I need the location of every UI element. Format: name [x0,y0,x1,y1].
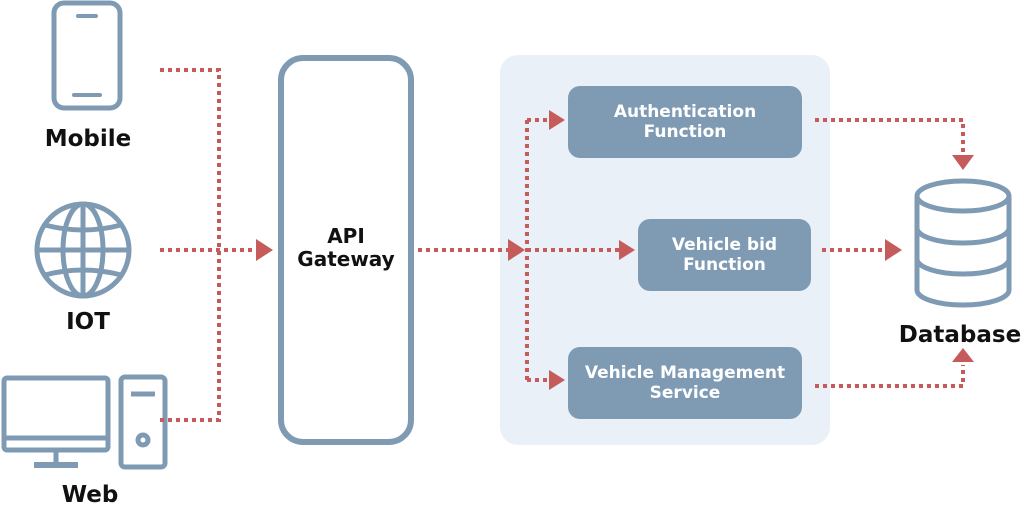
connector-mobile [160,68,221,250]
arrow-db-top [952,155,974,170]
vehicle-bid-function-box[interactable]: Vehicle bid Function [638,219,811,291]
mobile-label: Mobile [44,126,132,152]
database-label: Database [898,322,1022,348]
vehicle-management-service-box[interactable]: Vehicle Management Service [568,347,802,419]
arrow-panel-in [508,239,525,261]
arrow-gateway-in [256,239,273,261]
vehicle-bid-function-line2: Function [683,255,766,275]
mobile-phone-icon [51,0,123,111]
web-label: Web [61,482,119,508]
arrow-bid-in [619,240,635,260]
api-gateway-label: API Gateway [281,225,411,271]
arrow-auth-in [549,110,565,130]
authentication-function-line1: Authentication [613,102,757,122]
connector-auth-db [815,118,965,155]
api-gateway-label-line2: Gateway [297,247,395,271]
arrow-db-side [885,239,902,261]
database-icon [914,178,1012,308]
arrowheads [256,110,974,390]
connector-mgmt-db [815,365,965,388]
globe-icon [34,201,132,299]
vehicle-bid-function-line1: Vehicle bid [671,235,778,255]
desktop-computer-icon [1,374,168,470]
arrow-db-bottom [952,348,974,362]
vehicle-management-service-line2: Service [649,383,721,403]
authentication-function-box[interactable]: Authentication Function [568,86,802,158]
authentication-function-line2: Function [643,122,727,142]
arrow-mgmt-in [549,370,565,390]
connector-web [160,250,221,422]
iot-label: IOT [66,309,110,335]
api-gateway-label-line1: API [327,224,365,248]
vehicle-management-service-line1: Vehicle Management [584,363,786,383]
connector-lines [160,68,965,422]
api-gateway-box [278,55,414,445]
